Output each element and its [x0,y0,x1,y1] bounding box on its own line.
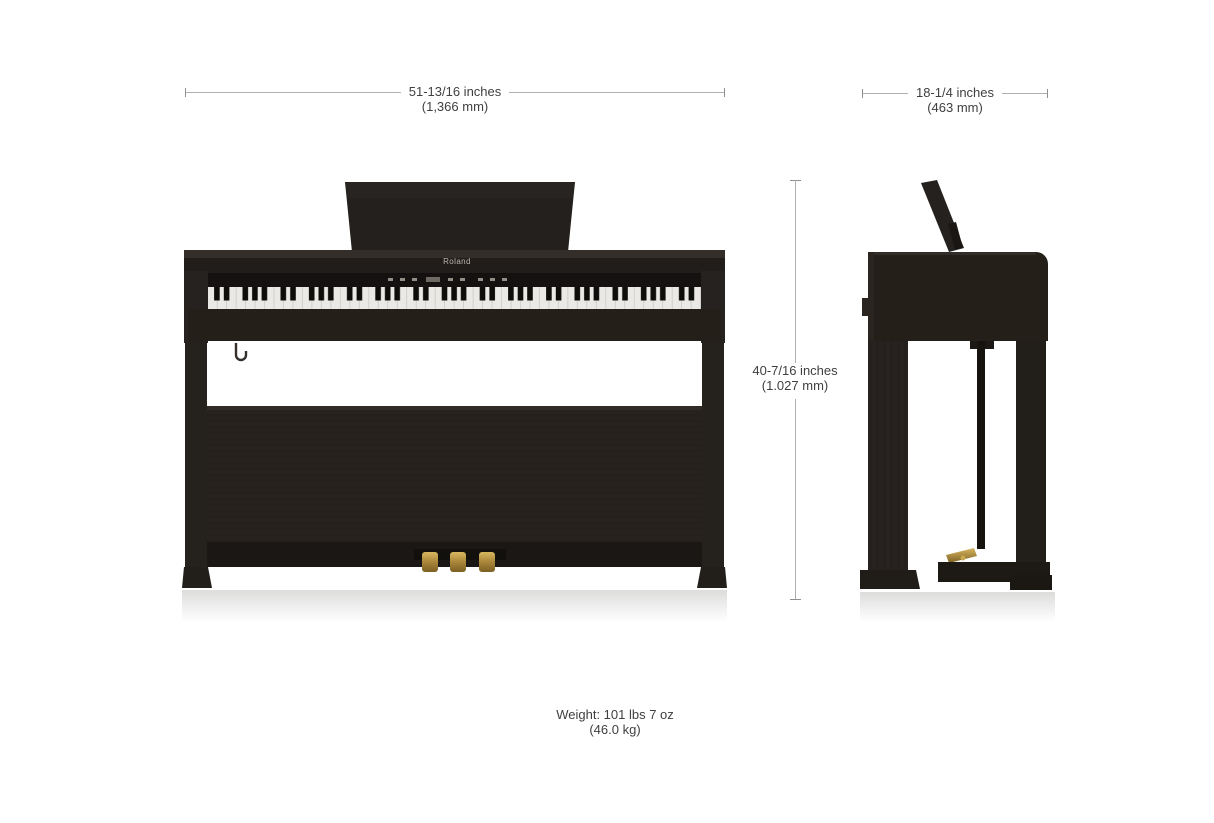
roland-logo: Roland [443,257,471,266]
height-dimension-tick-bottom [790,599,801,600]
depth-dimension-line-right [1002,89,1048,98]
depth-dimension: 18-1/4 inches (463 mm) [862,85,1048,116]
weight-note: Weight: 101 lbs 7 oz (46.0 kg) [445,707,785,738]
headphone-hook-icon [234,343,248,362]
height-dimension-line-top [795,180,796,363]
front-keyboard-section [184,271,725,343]
weight-metric-label: (46.0 kg) [589,721,641,737]
depth-metric-label: (463 mm) [927,99,983,115]
piano-side-view [860,180,1055,622]
side-legs [868,341,1046,575]
width-inches-label: 51-13/16 inches [408,84,502,99]
weight-label: Weight: 101 lbs 7 oz [556,707,674,722]
height-inches-label: 40-7/16 inches [752,363,838,378]
width-dimension-line-right [509,88,726,97]
height-dimension-line-bottom [795,399,796,600]
side-floor-reflection [860,592,1055,622]
height-metric-label: (1.027 mm) [761,377,829,393]
front-lower-panel [207,406,702,567]
width-dimension: 51-13/16 inches (1,366 mm) [185,84,726,115]
width-metric-label: (1,366 mm) [421,98,489,114]
front-pedals [414,549,506,572]
height-dimension-text: 40-7/16 inches (1.027 mm) [725,363,865,394]
control-panel-buttons [388,277,507,282]
side-feet [860,570,1052,590]
front-feet [182,567,727,588]
depth-dimension-text: 18-1/4 inches (463 mm) [908,85,1002,116]
width-dimension-line-left [185,88,401,97]
front-legs [185,341,724,567]
height-dimension: 40-7/16 inches (1.027 mm) [745,180,845,600]
side-music-rest [921,180,964,252]
width-dimension-text: 51-13/16 inches (1,366 mm) [401,84,510,115]
piano-front-view [182,182,727,622]
depth-inches-label: 18-1/4 inches [915,85,995,100]
front-top-lid [184,250,725,273]
front-floor-reflection [182,590,727,622]
depth-dimension-line-left [862,89,908,98]
front-music-rest [345,182,575,252]
side-body [862,252,1048,341]
